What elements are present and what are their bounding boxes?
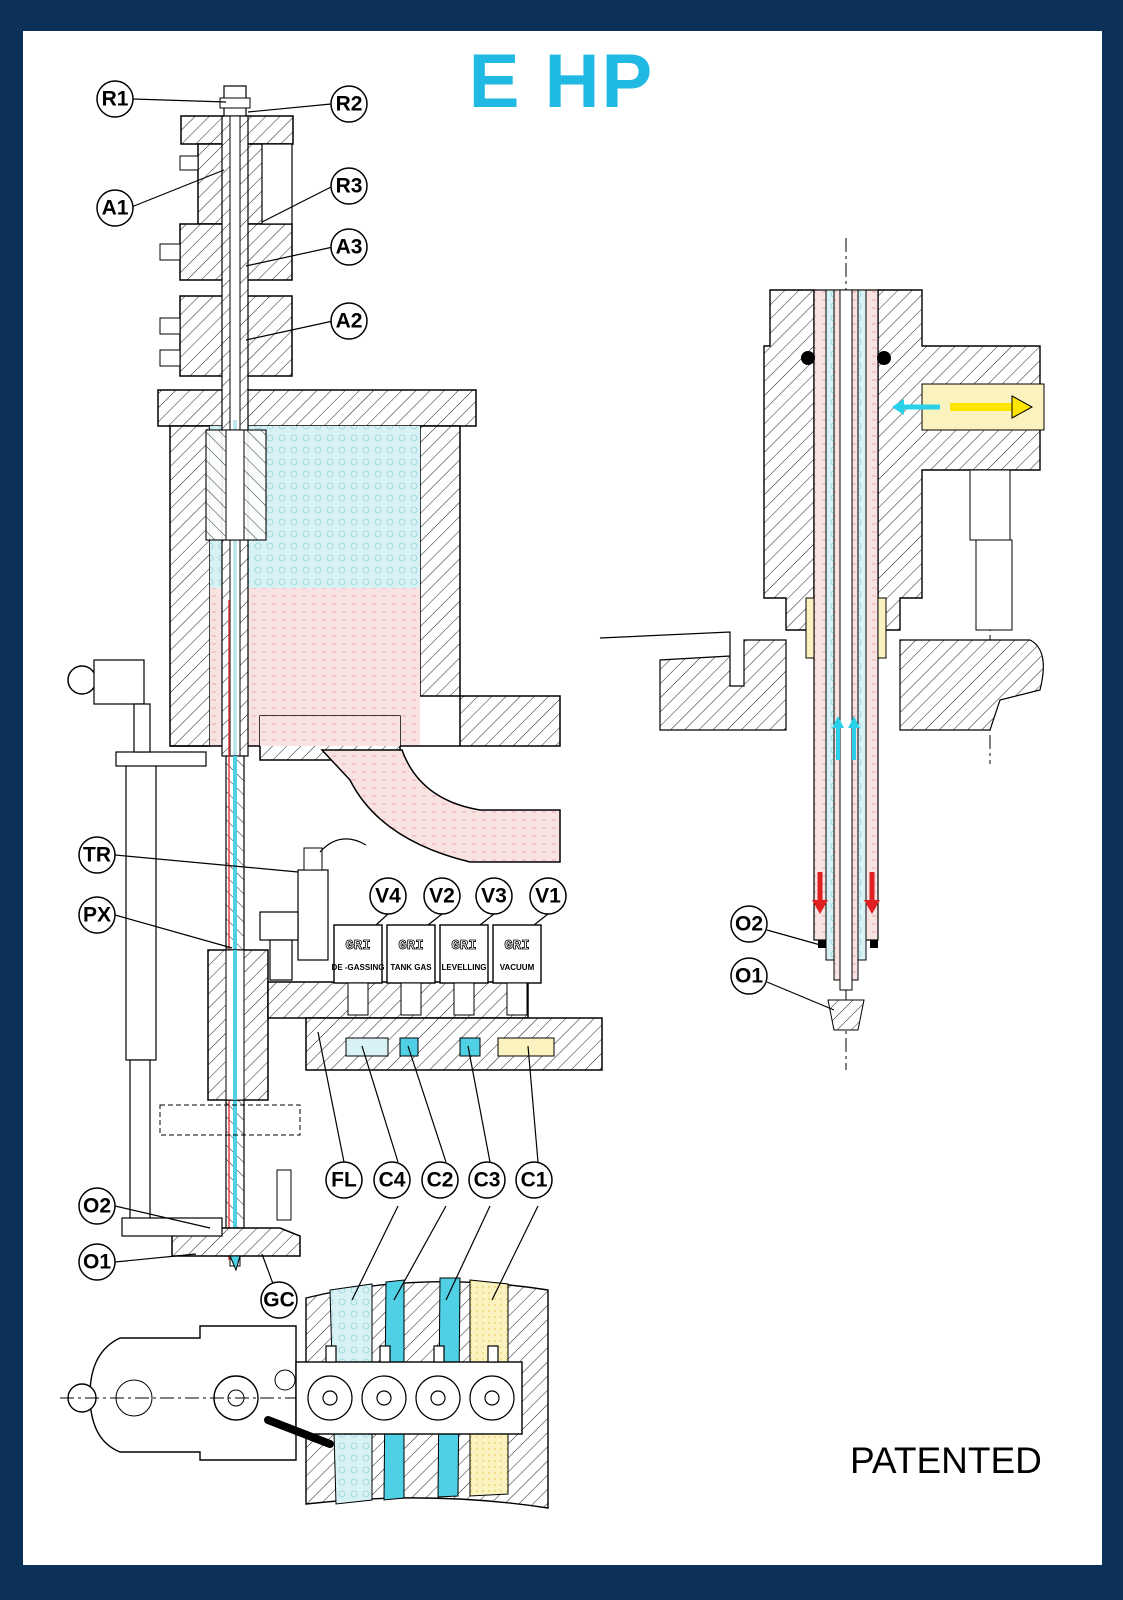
- detail-label-o2: O2: [735, 913, 763, 936]
- label-c1: C1: [521, 1169, 548, 1192]
- label-v4: V4: [375, 885, 401, 908]
- valve-function-v4: DE -GASSING: [332, 963, 385, 972]
- label-a2: A2: [336, 310, 363, 333]
- label-bubbles: [78, 80, 768, 1319]
- main-filling-valve: [67, 85, 603, 1272]
- label-fl: FL: [331, 1169, 357, 1192]
- valve-brand-v3: GRI: [451, 938, 476, 954]
- label-c4: C4: [379, 1169, 406, 1192]
- leader-lines: [114, 98, 835, 1301]
- label-r1: R1: [102, 88, 129, 111]
- label-gc: GC: [263, 1289, 295, 1312]
- label-r3: R3: [336, 175, 363, 198]
- valve-function-v3: LEVELLING: [442, 963, 487, 972]
- label-r2: R2: [336, 93, 363, 116]
- label-o2: O2: [83, 1195, 111, 1218]
- label-o1: O1: [83, 1251, 111, 1274]
- patented-notice: PATENTED: [850, 1440, 1042, 1481]
- valve-brand-v1: GRI: [504, 938, 529, 954]
- label-px: PX: [83, 904, 111, 927]
- label-a3: A3: [336, 236, 363, 259]
- valve-brand-v4: GRI: [345, 938, 370, 954]
- detail-label-o1: O1: [735, 965, 763, 988]
- solenoid-valve-v4: GRI DE -GASSING: [332, 924, 385, 1016]
- solenoid-valve-group: GRI DE -GASSING GRI TANK GAS GRI LEVELLI…: [332, 924, 542, 1016]
- drawing-title: E HP: [468, 39, 655, 124]
- label-tr: TR: [83, 844, 111, 867]
- valve-brand-v2: GRI: [398, 938, 423, 954]
- label-v3: V3: [481, 885, 507, 908]
- label-c2: C2: [427, 1169, 454, 1192]
- detail-view: [599, 238, 1045, 1070]
- label-c3: C3: [474, 1169, 501, 1192]
- valve-function-v2: TANK GAS: [390, 963, 432, 972]
- drawing-sheet: [23, 31, 1102, 1565]
- plan-view: [60, 1277, 549, 1509]
- solenoid-valve-v1: GRI VACUUM: [492, 924, 542, 1016]
- solenoid-valve-v2: GRI TANK GAS: [386, 924, 436, 1016]
- label-a1: A1: [102, 197, 129, 220]
- solenoid-valve-v3: GRI LEVELLING: [439, 924, 489, 1016]
- valve-function-v1: VACUUM: [500, 963, 535, 972]
- label-v2: V2: [429, 885, 455, 908]
- label-v1: V1: [535, 885, 561, 908]
